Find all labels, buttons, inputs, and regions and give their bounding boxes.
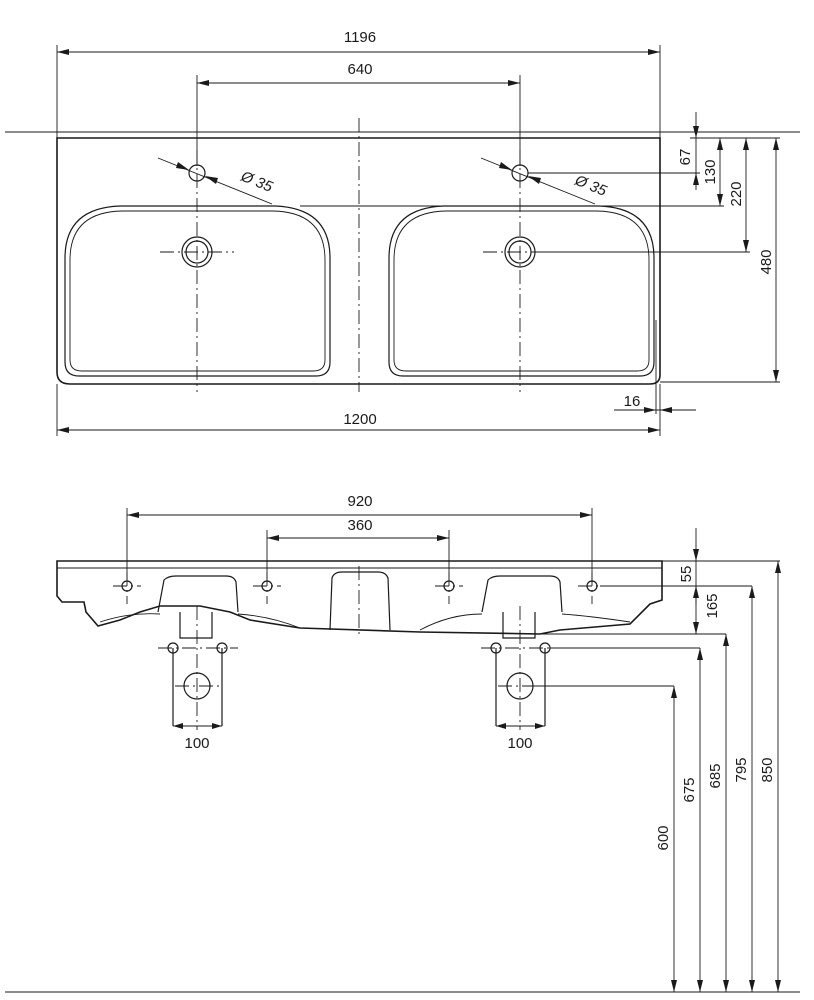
dim-h-600: 600	[655, 825, 672, 850]
basin-outline-front	[56, 560, 663, 635]
dim-fixing-depth: 165	[704, 593, 721, 618]
right-bowl-inner	[393, 210, 650, 372]
dim-tap-hole-dia-right: Ø 35	[572, 172, 610, 201]
top-view: Ø 35 Ø 35 1196 640 1200 16	[5, 29, 800, 436]
dim-rim-thickness: 55	[678, 566, 695, 583]
right-waste	[481, 606, 561, 730]
basin-outline-top	[56, 137, 661, 385]
dim-inner-fixing-spacing: 360	[347, 517, 372, 534]
dim-h-675: 675	[681, 777, 698, 802]
right-bowl-section	[481, 575, 563, 613]
dim-tap-to-drain: 220	[728, 181, 745, 206]
dim-h-795: 795	[733, 757, 750, 782]
left-bowl-inner	[69, 210, 326, 372]
dim-overall-bottom: 1200	[343, 411, 376, 428]
dim-fixing-spacing: 920	[347, 493, 372, 510]
dim-tap-hole-dia-left: Ø 35	[238, 168, 276, 197]
dim-h-685: 685	[707, 763, 724, 788]
dim-h-850: 850	[759, 757, 776, 782]
left-drain-outer	[181, 236, 213, 268]
front-view: 920 360 100 100 55 165	[5, 493, 800, 993]
dim-tap-to-edge: 67	[677, 149, 694, 166]
dim-tap-to-bowl: 130	[702, 159, 719, 184]
dim-overall-top: 1196	[344, 29, 376, 46]
dim-depth: 480	[758, 249, 775, 274]
left-bowl	[64, 205, 331, 377]
dim-waste-width-right: 100	[507, 735, 532, 752]
fixing-holes	[113, 572, 606, 604]
dim-tap-spacing: 640	[347, 61, 372, 78]
left-bowl-section	[157, 575, 239, 613]
centre-divider	[329, 571, 391, 631]
left-drain-inner	[185, 240, 209, 264]
dim-waste-width-left: 100	[184, 735, 209, 752]
dim-rim: 16	[624, 393, 641, 410]
right-bowl	[388, 205, 655, 377]
left-waste	[158, 606, 238, 730]
right-drain-outer	[504, 236, 536, 268]
right-drain-inner	[508, 240, 532, 264]
